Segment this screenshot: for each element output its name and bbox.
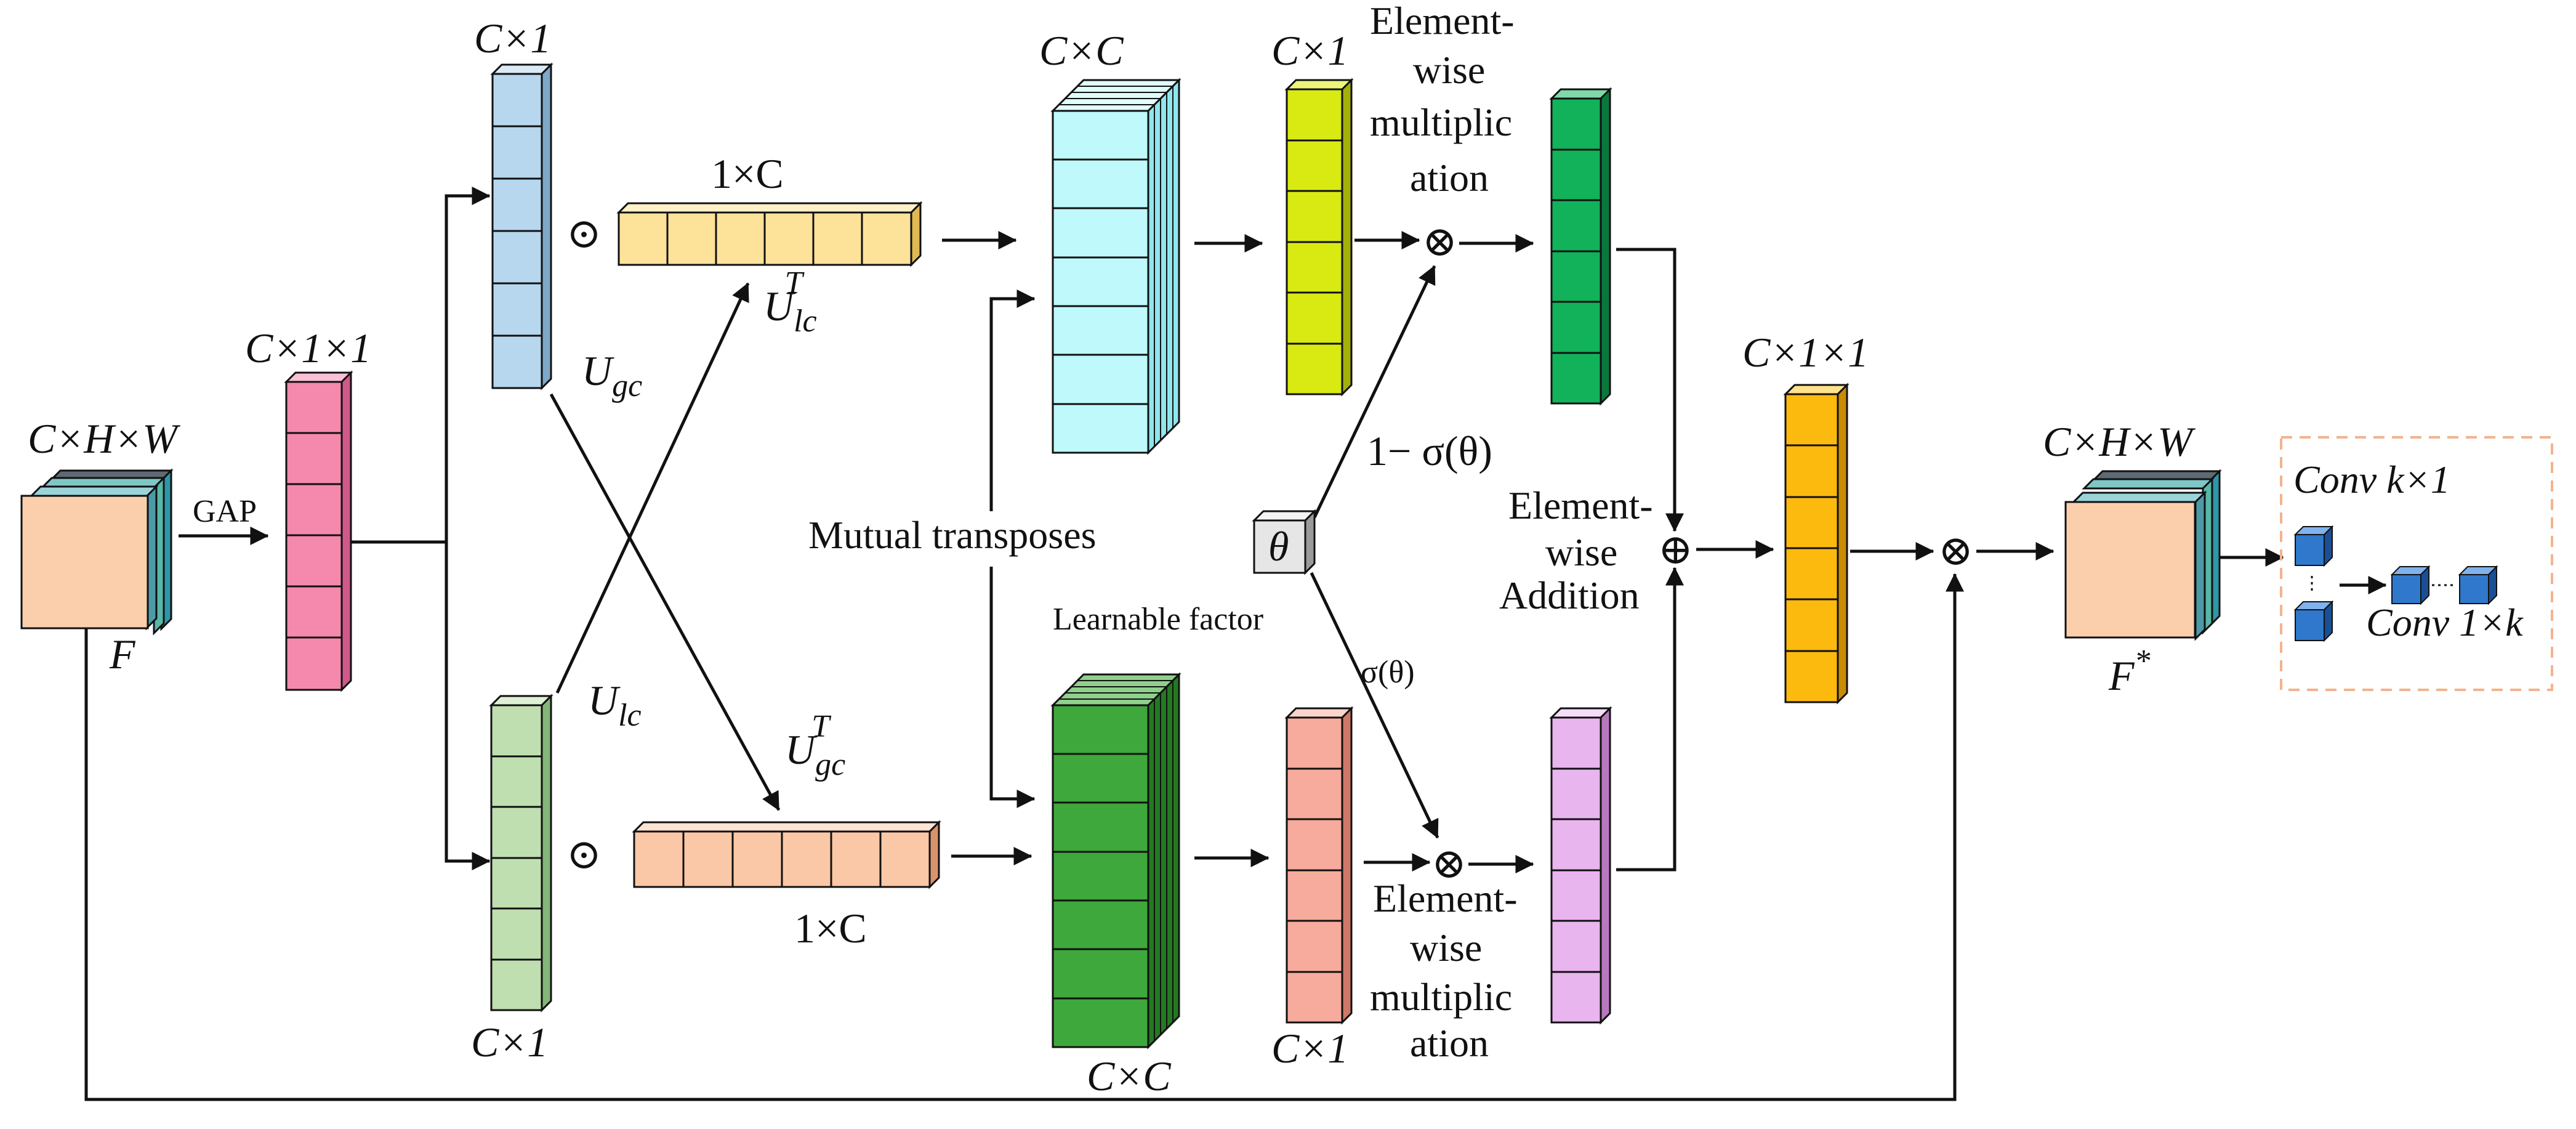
ugc-vector (490, 62, 553, 390)
one-minus-sigma-label: 1− σ(θ) (1367, 427, 1492, 474)
ulc-label: Ulc (588, 677, 642, 733)
theta-box (1252, 509, 1317, 575)
svg-text:wise: wise (1545, 530, 1617, 574)
top-weighted-column (1549, 87, 1612, 406)
conv-k1-cube-top (2293, 525, 2334, 567)
arrow-bottom-result-to-add (1616, 567, 1684, 872)
add-operator: ⊕ (1658, 526, 1693, 573)
svg-text:ation: ation (1410, 1021, 1489, 1065)
conv-k1-label: Conv k×1 (2293, 458, 2450, 501)
ulc-transpose-row (616, 201, 923, 267)
gap-dim-label: C×1×1 (245, 325, 371, 371)
conv-decomposition-box (2280, 436, 2553, 691)
ulc-vector (489, 694, 553, 1013)
arrow-ugc-to-bottom-row (549, 393, 781, 811)
ulc-dim-label: C×1 (471, 1019, 548, 1066)
bottom-weighted-column (1549, 706, 1612, 1025)
mutual-transpose-bracket-bottom (989, 567, 1036, 808)
conv-k1-cube-bottom (2293, 600, 2334, 642)
fused-attention-column (1783, 382, 1849, 705)
conv-1k-cube-left (2390, 565, 2431, 605)
output-dim-label: C×H×W (2043, 418, 2196, 465)
gap-vector (284, 370, 353, 692)
odot-top: ⊙ (566, 210, 602, 257)
mutual-transposes-label: Mutual transposes (808, 513, 1097, 557)
mutual-transpose-bracket-top (989, 297, 1034, 511)
output-feature-cube (2064, 469, 2222, 641)
top-row-dim-label: 1×C (711, 150, 784, 197)
sum-dim-label: C×1×1 (1742, 329, 1869, 376)
ugc-dim-label: C×1 (474, 15, 551, 62)
output-name-label: F* (2108, 644, 2151, 699)
odot-bottom: ⊙ (566, 831, 602, 878)
top-matrix-dim-label: C×C (1039, 27, 1124, 74)
arrow-to-bottom-vector (445, 542, 491, 870)
arrow-to-top-vector (445, 187, 491, 542)
svg-text:Element-: Element- (1508, 484, 1653, 527)
input-feature-cube (20, 468, 174, 636)
bottom-row-dim-label: 1×C (794, 905, 867, 952)
arrow-top-result-to-add (1616, 248, 1684, 532)
conv-1k-cube-right (2458, 565, 2498, 605)
svg-text:Element-: Element- (1373, 876, 1518, 920)
connector-lines (84, 187, 2284, 1101)
bottom-row-name-label: UgcT (785, 709, 845, 782)
ew-mult-bottom-label: Element- wise multiplic ation (1370, 876, 1518, 1065)
top-col-dim-label: C×1 (1271, 27, 1348, 74)
output-cube-front (2064, 501, 2196, 639)
svg-text:ation: ation (1410, 156, 1489, 200)
theta-symbol: θ (1268, 523, 1289, 570)
bottom-col-dim-label: C×1 (1271, 1025, 1348, 1072)
ugc-label: Ugc (582, 347, 642, 403)
svg-text:Addition: Addition (1499, 573, 1640, 617)
final-multiply-operator: ⊗ (1938, 527, 1973, 574)
top-row-name-label: UlcT (763, 265, 817, 339)
ew-mult-top-label: Element- wise multiplic ation (1370, 0, 1515, 200)
svg-text:multiplic: multiplic (1370, 975, 1512, 1019)
bottom-attention-column (1284, 706, 1354, 1025)
bottom-cxc-matrix (1050, 672, 1181, 1050)
arrow-theta-to-bottom-mult (1310, 572, 1439, 839)
bottom-multiply-operator: ⊗ (1431, 840, 1467, 887)
sigma-theta-label: σ(θ) (1361, 655, 1415, 690)
arrow-theta-to-top-mult (1313, 265, 1436, 519)
top-multiply-operator: ⊗ (1422, 218, 1457, 265)
top-attention-column (1284, 78, 1354, 397)
learnable-factor-label: Learnable factor (1053, 602, 1263, 637)
ugc-transpose-row (632, 820, 941, 889)
svg-text:Element-: Element- (1370, 0, 1515, 42)
conv-1k-label: Conv 1×k (2366, 601, 2524, 644)
ew-add-label: Element- wise Addition (1499, 484, 1653, 617)
skip-connection (84, 573, 1964, 1101)
input-cube-front (20, 495, 149, 629)
bottom-matrix-dim-label: C×C (1087, 1053, 1171, 1099)
top-cxc-matrix (1050, 78, 1181, 455)
svg-text:wise: wise (1413, 48, 1485, 92)
svg-text:multiplic: multiplic (1370, 100, 1512, 144)
arrow-ulc-to-top-row (555, 282, 750, 694)
input-dim-label: C×H×W (28, 415, 180, 462)
gap-label: GAP (193, 494, 257, 529)
input-name-label: F (109, 631, 136, 678)
svg-text:wise: wise (1410, 926, 1482, 969)
